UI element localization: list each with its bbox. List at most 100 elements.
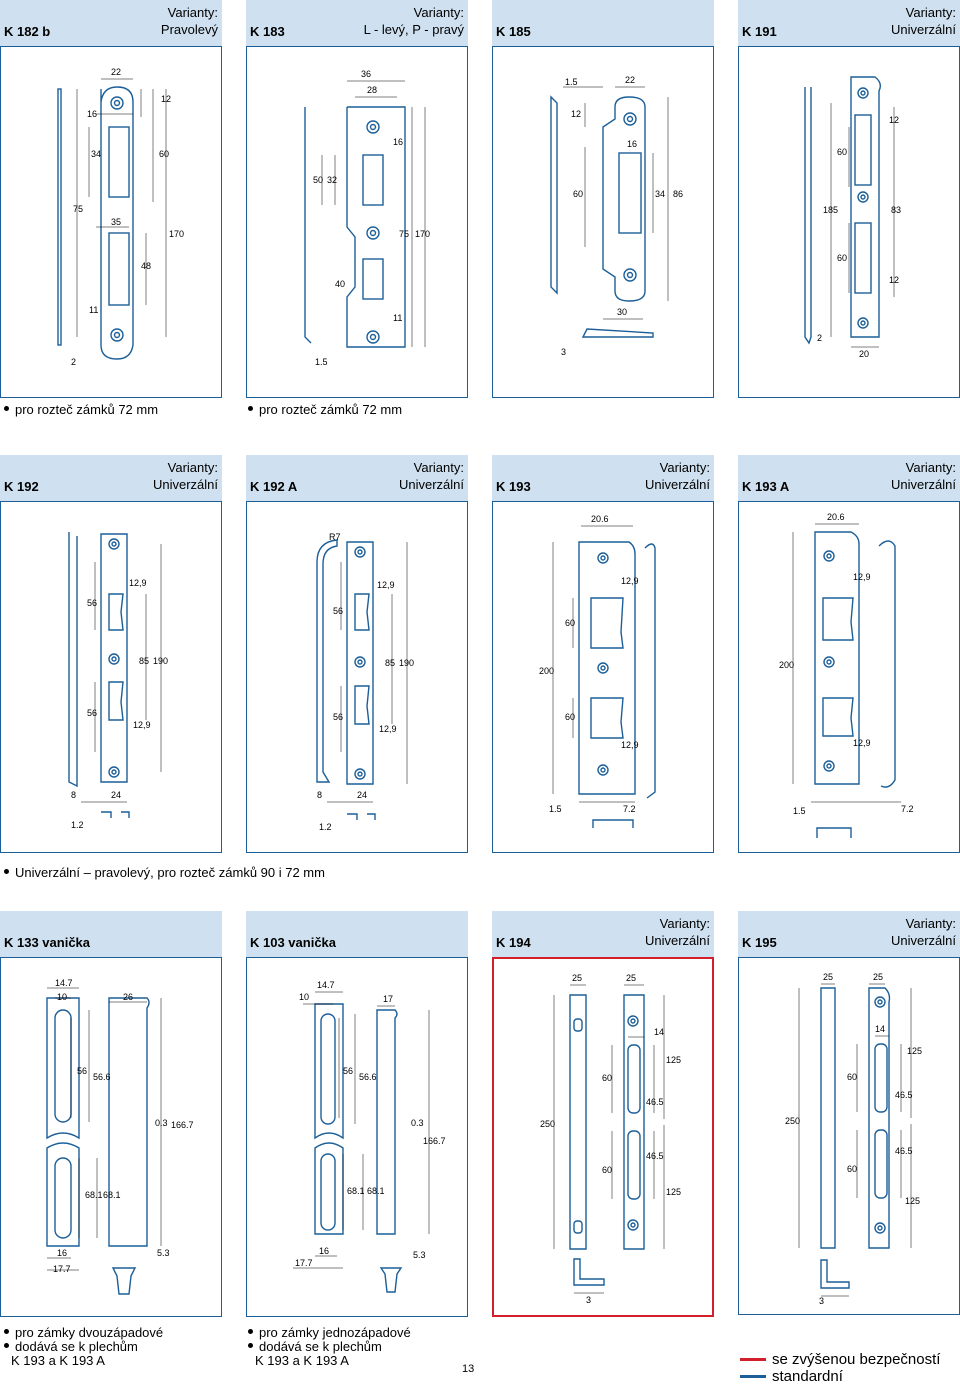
dim-label: 60 — [602, 1165, 612, 1175]
dim-label: 60 — [837, 253, 847, 263]
dim-label: 17.7 — [53, 1264, 71, 1274]
dim-label: 125 — [907, 1046, 922, 1056]
dim-label: 75 — [73, 204, 83, 214]
dim-label: 12 — [161, 94, 171, 104]
dim-label: 2 — [817, 333, 822, 343]
drawing-k192: 12,9 56 85 190 56 12,9 8 24 1.2 — [0, 501, 222, 853]
dim-label: 170 — [415, 229, 430, 239]
dim-label: 3 — [561, 347, 566, 357]
header-k193a: K 193 A Varianty:Univerzální — [738, 455, 960, 501]
dim-label: 85 — [385, 658, 395, 668]
dim-label: 32 — [327, 175, 337, 185]
bullet-icon — [248, 406, 253, 412]
dim-label: 1.2 — [319, 822, 332, 832]
dim-label: 166.7 — [423, 1136, 446, 1146]
drawing-k133: 14.7 10 26 56 56.6 0.3 166.7 68.1 68.1 1… — [0, 957, 222, 1317]
dim-label: 24 — [357, 790, 367, 800]
product-code: K 194 — [496, 935, 531, 950]
variant-label: Varianty: — [659, 916, 710, 931]
dim-label: 60 — [565, 712, 575, 722]
dim-label: 14 — [875, 1024, 885, 1034]
product-code: K 133 vanička — [4, 935, 91, 950]
dim-label: 5.3 — [157, 1248, 170, 1258]
technical-drawing: 25 25 14 60 125 46.5 250 60 46.5 125 3 — [540, 973, 681, 1305]
header-k182b: K 182 b Varianty:Pravolevý — [0, 0, 222, 46]
header-k195: K 195 Varianty:Univerzální — [738, 911, 960, 957]
note-text: K 193 a K 193 A — [255, 1353, 349, 1368]
dim-label: 26 — [123, 992, 133, 1002]
dim-label: 14 — [654, 1027, 664, 1037]
header-k191: K 191 Varianty:Univerzální — [738, 0, 960, 46]
dim-label: 25 — [626, 973, 636, 983]
dim-label: 56 — [87, 708, 97, 718]
note-k182b: pro rozteč zámků 72 mm — [4, 403, 158, 417]
product-code: K 193 — [496, 479, 531, 494]
dim-label: 125 — [666, 1187, 681, 1197]
dim-label: 16 — [393, 137, 403, 147]
header-k185: K 185 — [492, 0, 714, 46]
dim-label: 12,9 — [853, 572, 871, 582]
legend: se zvýšenou bezpečností standardní — [740, 1351, 940, 1385]
dim-label: 5.3 — [413, 1250, 426, 1260]
product-code: K 182 b — [4, 24, 51, 39]
dim-label: 16 — [627, 139, 637, 149]
blue-line-swatch — [740, 1375, 766, 1378]
legend-label: standardní — [772, 1368, 843, 1385]
bullet-icon — [4, 406, 9, 412]
dim-label: 1.5 — [565, 77, 578, 87]
legend-item-standard: standardní — [740, 1368, 940, 1385]
dim-label: 25 — [823, 972, 833, 982]
dim-label: 166.7 — [171, 1120, 194, 1130]
dim-label: 1.5 — [549, 804, 562, 814]
note-text: pro rozteč zámků 72 mm — [15, 402, 159, 417]
dim-label: R7 — [329, 532, 341, 542]
product-code: K 185 — [496, 24, 531, 39]
dim-label: 1.5 — [793, 806, 806, 816]
bullet-icon — [248, 1343, 253, 1349]
header-k103: K 103 vanička — [246, 911, 468, 957]
dim-label: 46.5 — [646, 1097, 664, 1107]
dim-label: 35 — [111, 217, 121, 227]
dim-label: 30 — [617, 307, 627, 317]
legend-label: se zvýšenou bezpečností — [772, 1351, 941, 1368]
dim-label: 250 — [540, 1119, 555, 1129]
dim-label: 60 — [159, 149, 169, 159]
technical-drawing: 20.6 12,9 200 12,9 1.5 7.2 — [779, 512, 914, 838]
dim-label: 190 — [399, 658, 414, 668]
dim-label: 22 — [625, 75, 635, 85]
dim-label: 10 — [299, 992, 309, 1002]
dim-label: 20.6 — [591, 514, 609, 524]
dim-label: 12,9 — [129, 578, 147, 588]
dim-label: 125 — [666, 1055, 681, 1065]
dim-label: 60 — [565, 618, 575, 628]
variant-value: Univerzální — [398, 477, 464, 492]
dim-label: 25 — [572, 973, 582, 983]
dim-label: 1.2 — [71, 820, 84, 830]
dim-label: 50 — [313, 175, 323, 185]
dim-label: 200 — [539, 666, 554, 676]
dim-label: 12,9 — [621, 576, 639, 586]
dim-label: 56 — [87, 598, 97, 608]
dim-label: 68.1 — [85, 1190, 103, 1200]
dim-label: 16 — [87, 109, 97, 119]
note-text: K 193 a K 193 A — [11, 1353, 105, 1368]
bullet-icon — [4, 1343, 9, 1349]
dim-label: 22 — [111, 67, 121, 77]
dim-label: 56 — [77, 1066, 87, 1076]
technical-drawing: 12 60 185 83 60 12 2 20 — [804, 76, 901, 359]
dim-label: 7.2 — [623, 804, 636, 814]
dim-label: 250 — [785, 1116, 800, 1126]
dim-label: 12 — [571, 109, 581, 119]
drawing-k191: 12 60 185 83 60 12 2 20 — [738, 46, 960, 398]
drawing-k185: 1.5 22 12 16 60 34 86 30 3 — [492, 46, 714, 398]
note-text: pro rozteč zámků 72 mm — [259, 402, 403, 417]
dim-label: 10 — [57, 992, 67, 1002]
dim-label: 48 — [141, 261, 151, 271]
product-code: K 193 A — [742, 479, 790, 494]
header-k192a: K 192 A Varianty:Univerzální — [246, 455, 468, 501]
note-k133: pro zámky dvouzápadové dodává se k plech… — [4, 1326, 163, 1368]
dim-label: 190 — [153, 656, 168, 666]
dim-label: 60 — [847, 1164, 857, 1174]
red-line-swatch — [740, 1358, 766, 1361]
header-k183: K 183 Varianty:L - levý, P - pravý — [246, 0, 468, 46]
